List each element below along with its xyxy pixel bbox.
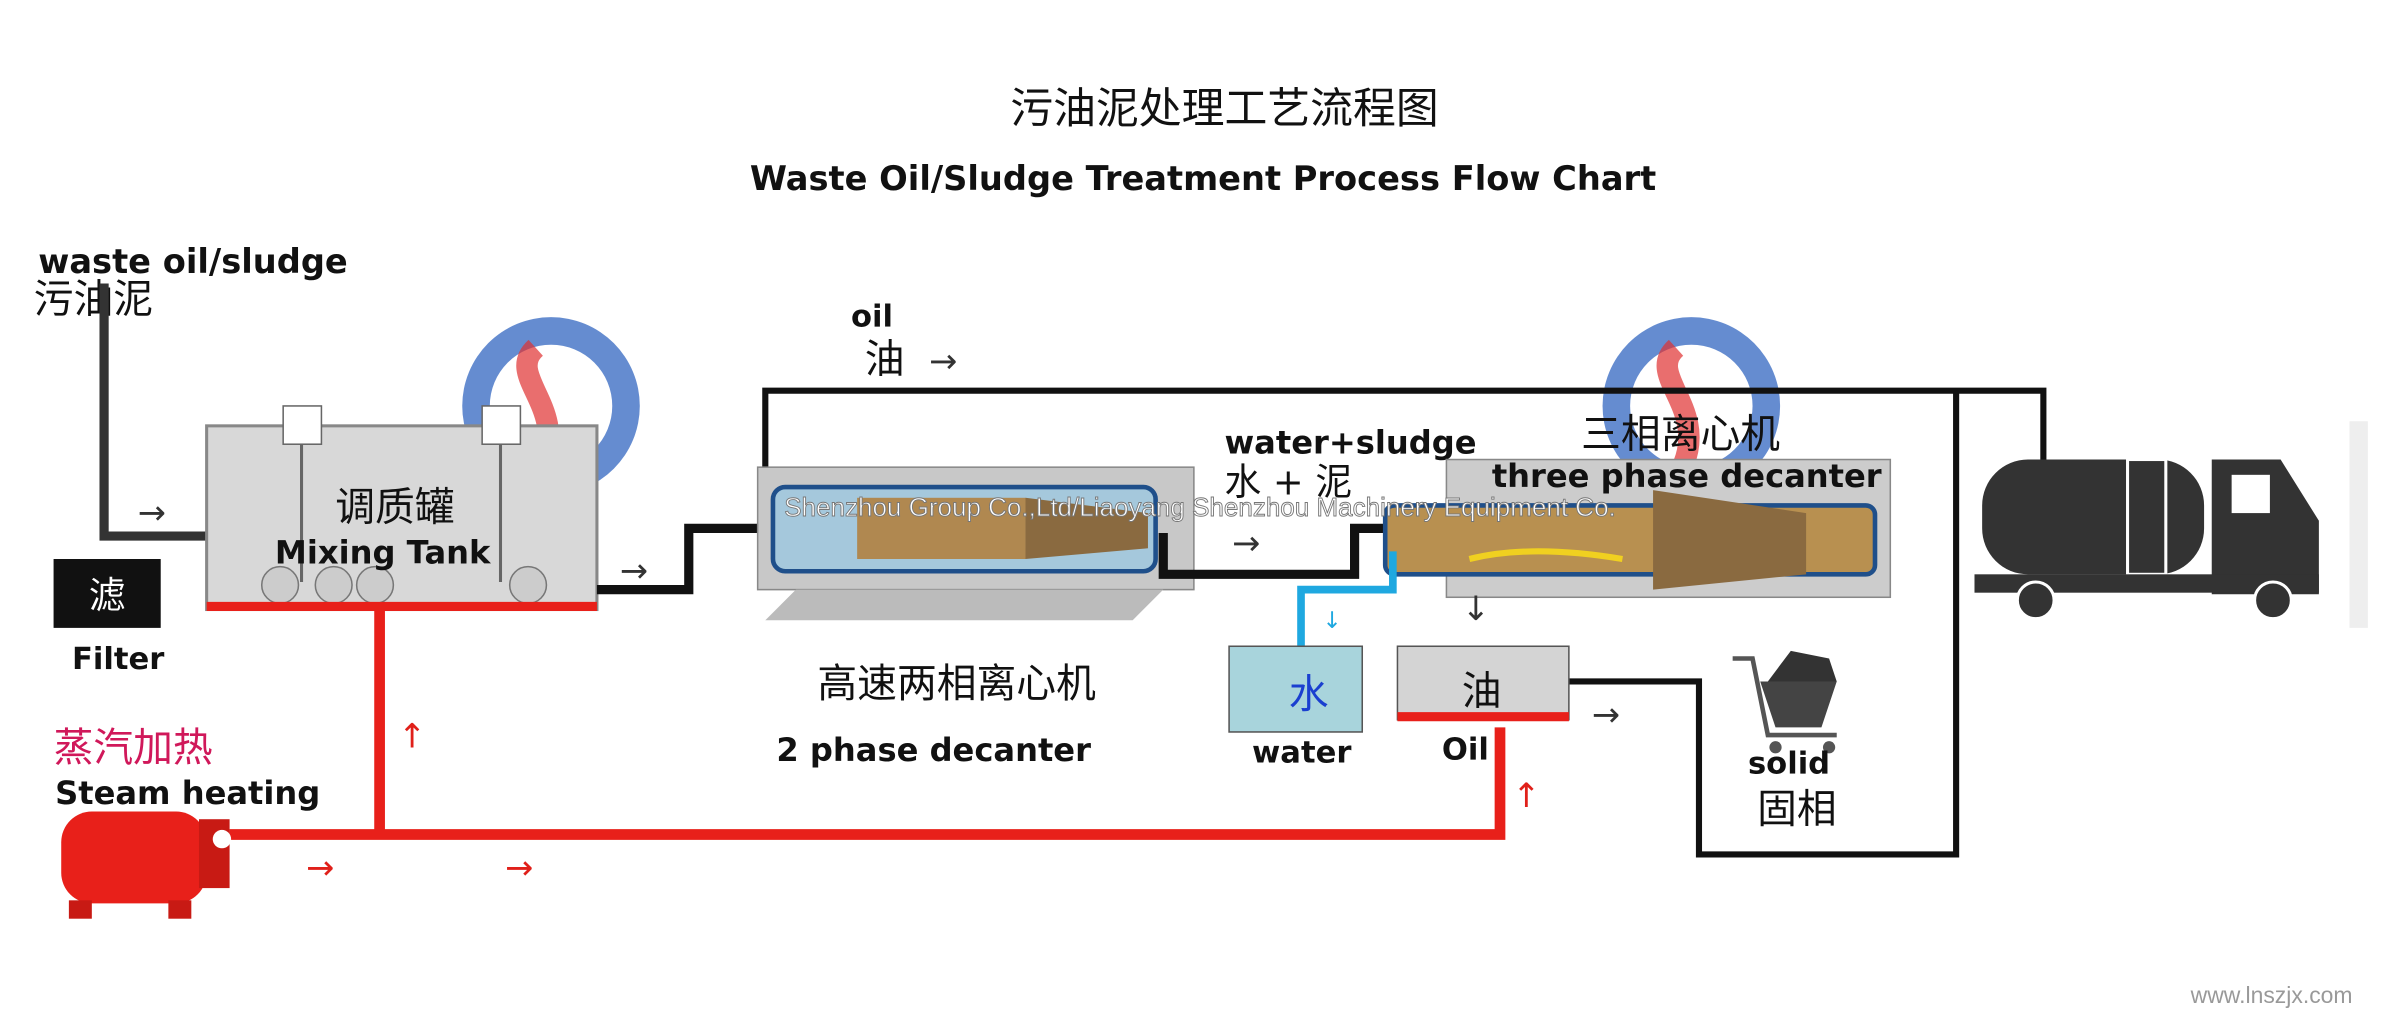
feed-pipe <box>99 283 207 541</box>
steam-label-en: Steam heating <box>55 774 320 812</box>
flow-arrow: ↑ <box>1512 776 1540 815</box>
two-phase-label-en: 2 phase decanter <box>776 731 1091 769</box>
oil-tank-label-cn: 油 <box>1462 668 1502 714</box>
flow-arrow: ↓ <box>1322 608 1341 634</box>
three-phase-label-en: three phase decanter <box>1492 457 1882 495</box>
feed-label-cn: 污油泥 <box>34 277 153 323</box>
two-phase-decanter <box>756 466 1195 621</box>
three-phase-label-cn: 三相离心机 <box>1581 411 1780 457</box>
steam-pipe <box>229 609 1506 840</box>
title-cn: 污油泥处理工艺流程图 <box>1010 84 1438 134</box>
solid-cart-icon <box>1732 650 1837 754</box>
process-pipe <box>1158 523 1386 579</box>
solid-label-cn: 固相 <box>1757 786 1837 832</box>
flow-arrow: → <box>138 493 166 532</box>
flow-arrow: ↑ <box>398 716 426 755</box>
mixing-tank <box>205 405 599 612</box>
filter-box <box>53 559 161 628</box>
filter-label-en: Filter <box>72 642 164 677</box>
steam-label-cn: 蒸汽加热 <box>54 725 213 771</box>
process-pipe <box>596 523 758 595</box>
feed-label-en: waste oil/sludge <box>38 242 348 281</box>
oil-truck-icon <box>1974 457 2319 621</box>
edge-bar <box>2349 421 2368 628</box>
water-tank <box>1228 645 1364 733</box>
flow-arrow: → <box>1592 695 1620 734</box>
flow-arrow: → <box>1232 523 1260 562</box>
flow-arrow: ↓ <box>1462 589 1490 628</box>
water-sludge-label-en: water+sludge <box>1224 423 1476 461</box>
oil-tank-label-en: Oil <box>1442 733 1489 768</box>
two-phase-label-cn: 高速两相离心机 <box>817 661 1095 707</box>
oil-pipe <box>762 387 2047 858</box>
solid-label-en: solid <box>1748 746 1830 781</box>
boiler-icon <box>61 811 232 919</box>
water-pipe <box>1297 551 1397 647</box>
mixing-tank-label-cn: 调质罐 <box>335 485 454 531</box>
filter-label-cn: 滤 <box>89 574 126 617</box>
water-tank-label-en: water <box>1252 736 1351 771</box>
flow-arrow: → <box>505 848 533 887</box>
three-phase-decanter <box>1382 458 1892 599</box>
logo-gear-icon <box>1602 317 1781 495</box>
flow-arrow: → <box>306 848 334 887</box>
oil-label-cn: 油 <box>865 336 905 382</box>
oil-label-en: oil <box>851 299 893 334</box>
water-tank-label-cn: 水 <box>1289 671 1329 717</box>
watermark-text: Shenzhou Group Co.,Ltd/Liaoyang Shenzhou… <box>784 492 1616 522</box>
oil-tank <box>1396 645 1570 721</box>
title-en: Waste Oil/Sludge Treatment Process Flow … <box>750 159 1656 198</box>
flow-arrow: → <box>620 551 648 590</box>
water-sludge-label-cn: 水 + 泥 <box>1224 461 1352 504</box>
website-text: www.lnszjx.com <box>2190 982 2353 1008</box>
mixing-tank-label-en: Mixing Tank <box>275 534 491 572</box>
flow-arrow: → <box>929 341 957 380</box>
